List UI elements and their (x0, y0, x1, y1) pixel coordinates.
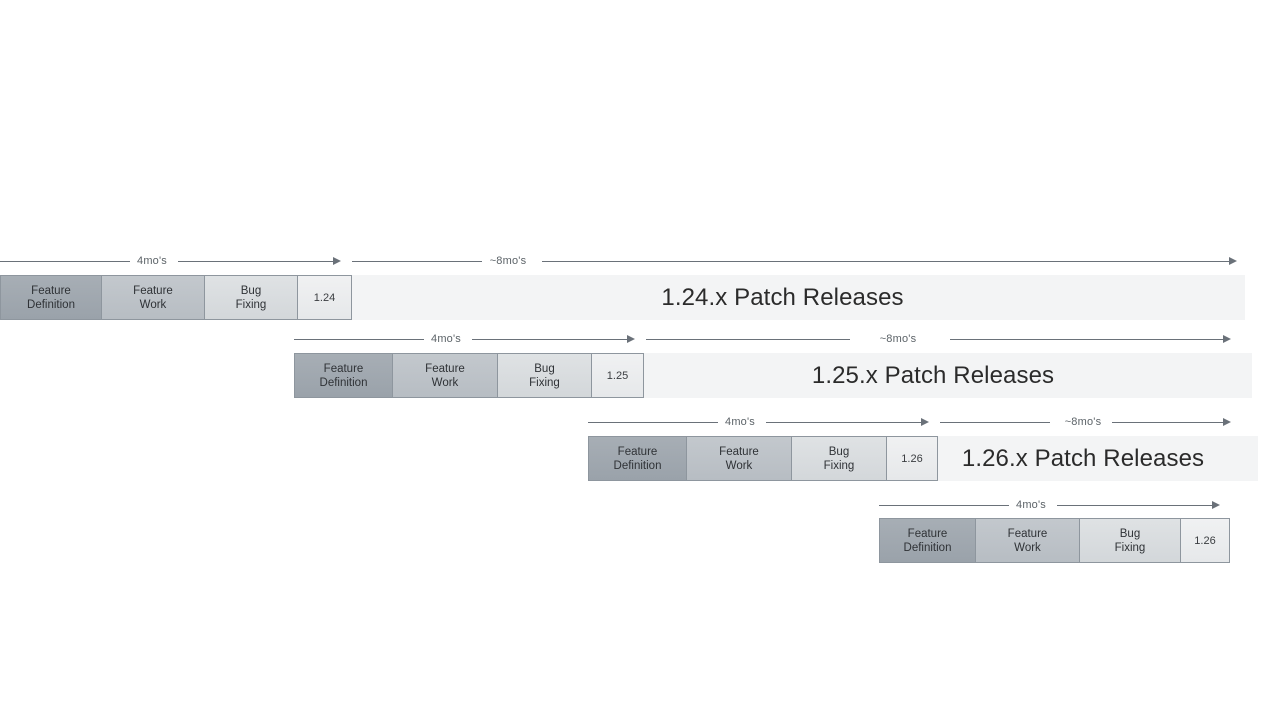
phase-bug-fixing[interactable]: Bug Fixing (205, 275, 298, 320)
ruler-line-left (0, 261, 130, 262)
ruler-8mo-row1: ~8mo's (352, 250, 1238, 272)
phase-bug-fixing[interactable]: Bug Fixing (1080, 518, 1181, 563)
ruler-line-right (766, 422, 922, 423)
ruler-4mo-row4: 4mo's (879, 494, 1221, 516)
ruler-8mo-row2: ~8mo's (646, 328, 1232, 350)
ruler-label-4mo: 4mo's (725, 416, 755, 428)
ruler-line-right (950, 339, 1224, 340)
phase-feature-definition[interactable]: Feature Definition (0, 275, 102, 320)
phase-feature-work[interactable]: Feature Work (687, 436, 792, 481)
ruler-arrow-head (333, 257, 341, 265)
ruler-4mo-row2: 4mo's (294, 328, 636, 350)
ruler-arrow-head (1223, 418, 1231, 426)
ruler-label-8mo: ~8mo's (1064, 416, 1102, 428)
phase-feature-definition[interactable]: Feature Definition (879, 518, 976, 563)
phase-bug-fixing[interactable]: Bug Fixing (792, 436, 887, 481)
ruler-label-8mo: ~8mo's (489, 255, 527, 267)
phase-boxes-row1: Feature Definition Feature Work Bug Fixi… (0, 275, 352, 320)
ruler-label-4mo: 4mo's (137, 255, 167, 267)
phase-feature-work[interactable]: Feature Work (976, 518, 1080, 563)
phase-feature-work[interactable]: Feature Work (102, 275, 205, 320)
ruler-line-left (588, 422, 718, 423)
ruler-line-left (940, 422, 1050, 423)
ruler-line-right (178, 261, 334, 262)
ruler-8mo-row3: ~8mo's (940, 411, 1232, 433)
ruler-line-right (1112, 422, 1224, 423)
phase-version-tag[interactable]: 1.26 (887, 436, 938, 481)
patch-releases-label: 1.26.x Patch Releases (961, 444, 1205, 472)
patch-releases-label: 1.24.x Patch Releases (661, 283, 904, 311)
ruler-arrow-head (1229, 257, 1237, 265)
ruler-label-4mo: 4mo's (431, 333, 461, 345)
ruler-line-right (542, 261, 1230, 262)
phase-feature-definition[interactable]: Feature Definition (588, 436, 687, 481)
phase-version-tag[interactable]: 1.24 (298, 275, 352, 320)
phase-version-tag[interactable]: 1.26 (1181, 518, 1230, 563)
phase-feature-definition[interactable]: Feature Definition (294, 353, 393, 398)
ruler-line-left (294, 339, 424, 340)
ruler-label-8mo: ~8mo's (879, 333, 917, 345)
ruler-line-right (1057, 505, 1213, 506)
ruler-4mo-row1: 4mo's (0, 250, 342, 272)
ruler-line-right (472, 339, 628, 340)
ruler-label-4mo: 4mo's (1016, 499, 1046, 511)
ruler-4mo-row3: 4mo's (588, 411, 930, 433)
phase-boxes-row2: Feature Definition Feature Work Bug Fixi… (294, 353, 644, 398)
phase-bug-fixing[interactable]: Bug Fixing (498, 353, 592, 398)
phase-feature-work[interactable]: Feature Work (393, 353, 498, 398)
ruler-arrow-head (921, 418, 929, 426)
ruler-line-left (646, 339, 850, 340)
phase-boxes-row4: Feature Definition Feature Work Bug Fixi… (879, 518, 1230, 563)
ruler-line-left (352, 261, 482, 262)
ruler-arrow-head (1212, 501, 1220, 509)
ruler-arrow-head (1223, 335, 1231, 343)
phase-version-tag[interactable]: 1.25 (592, 353, 644, 398)
ruler-arrow-head (627, 335, 635, 343)
ruler-line-left (879, 505, 1009, 506)
patch-releases-label: 1.25.x Patch Releases (811, 361, 1055, 389)
phase-boxes-row3: Feature Definition Feature Work Bug Fixi… (588, 436, 938, 481)
